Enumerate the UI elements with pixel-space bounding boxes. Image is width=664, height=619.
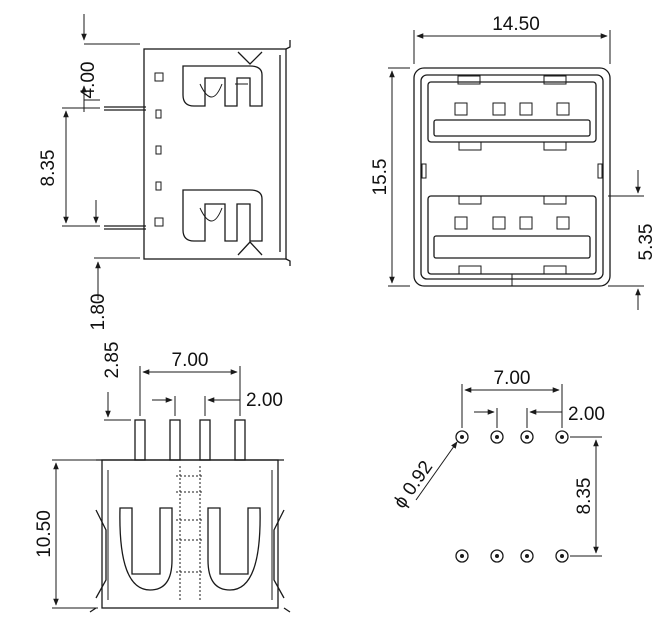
dim-width-label: 14.50 xyxy=(492,14,540,35)
dim-inner-hole-pitch-label: 2.00 xyxy=(568,404,605,425)
dim-hole-diameter: ϕ 0.92 xyxy=(390,441,458,513)
bottom-view-body xyxy=(89,459,291,613)
dim-inner-hole-pitch: 2.00 xyxy=(474,404,605,428)
dim-pin-spacing-label: 8.35 xyxy=(38,150,59,187)
pcb-footprint: 7.00 2.00 ϕ 0.92 8.35 xyxy=(390,368,605,563)
dim-body-height-label: 10.50 xyxy=(34,510,55,558)
dim-pin-length: 2.85 xyxy=(102,342,131,421)
bottom-view-pins xyxy=(134,419,246,461)
front-view: 14.50 15.5 5.35 xyxy=(370,14,657,310)
dim-port-spacing-label: 5.35 xyxy=(636,224,657,261)
dim-top-pin-offset-label: 4.00 xyxy=(78,62,99,99)
front-view-body xyxy=(413,67,611,287)
dim-inner-pin-pitch: 2.00 xyxy=(152,390,283,416)
dim-body-height: 10.50 xyxy=(34,459,98,609)
dim-pin-spacing: 8.35 xyxy=(38,107,100,227)
dim-height-label: 15.5 xyxy=(370,159,391,196)
dim-row-spacing: 8.35 xyxy=(570,436,602,557)
dim-row-spacing-label: 8.35 xyxy=(574,478,595,515)
dim-hole-diameter-label: ϕ 0.92 xyxy=(390,457,438,512)
dim-outer-pin-span-label: 7.00 xyxy=(172,350,209,371)
dim-pin-length-label: 2.85 xyxy=(102,342,123,379)
dim-height: 15.5 xyxy=(370,67,410,287)
dim-top-pin-offset: 4.00 xyxy=(78,14,140,112)
footprint-holes xyxy=(455,430,569,563)
bottom-view: 2.85 7.00 2.00 10.50 xyxy=(34,342,291,613)
side-view-body xyxy=(143,40,291,266)
dim-width: 14.50 xyxy=(413,14,611,64)
dim-outer-hole-span-label: 7.00 xyxy=(494,368,531,389)
dim-board-offset-label: 1.80 xyxy=(88,294,109,331)
dim-board-offset: 1.80 xyxy=(88,257,140,331)
side-view: 4.00 8.35 1.80 xyxy=(38,14,291,331)
dim-outer-hole-span: 7.00 xyxy=(461,368,563,428)
dim-outer-pin-span: 7.00 xyxy=(139,350,241,416)
dim-inner-pin-pitch-label: 2.00 xyxy=(246,390,283,411)
side-view-pins xyxy=(104,106,146,230)
dim-port-spacing: 5.35 xyxy=(608,170,657,310)
